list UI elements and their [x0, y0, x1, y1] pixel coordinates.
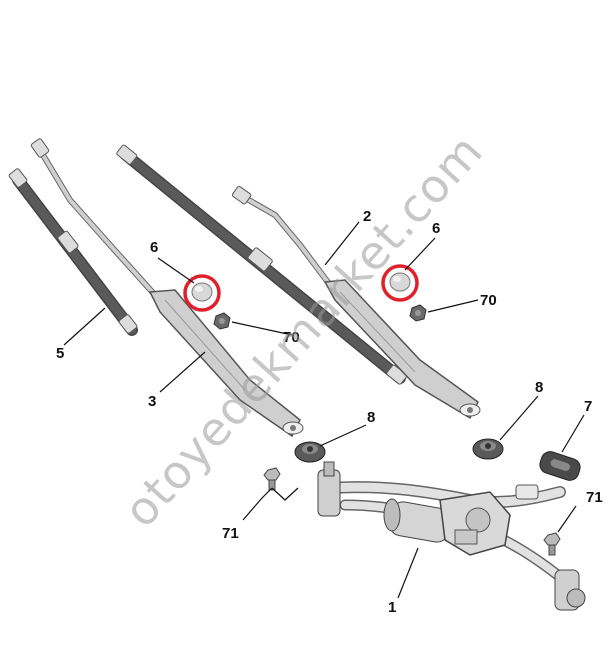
- part-7-rubber-pad: [539, 451, 581, 481]
- part-71-right-bolt: [543, 532, 561, 556]
- leader-lines: [63, 221, 585, 599]
- callout-71-left: 71: [222, 525, 239, 542]
- part-70-right-nut: [409, 304, 427, 322]
- callout-70-left: 70: [283, 329, 300, 346]
- callout-3: 3: [148, 393, 156, 410]
- callout-6-left: 6: [150, 239, 158, 256]
- callout-8-left: 8: [367, 409, 375, 426]
- callout-7: 7: [584, 398, 592, 415]
- highlight-circle-left: [183, 274, 221, 312]
- callout-1: 1: [388, 599, 396, 616]
- part-6-left-cap: [183, 274, 221, 312]
- part-1-wiper-motor-linkage: [317, 461, 586, 611]
- callout-8-right: 8: [535, 379, 543, 396]
- part-2-long-wiper-blade: [116, 144, 408, 385]
- part-8-left-grommet: [294, 441, 326, 463]
- right-wiper-arm: [231, 185, 481, 420]
- callout-2: 2: [363, 208, 371, 225]
- highlight-circle-right: [381, 264, 419, 302]
- callout-70-right: 70: [480, 292, 497, 309]
- part-8-right-grommet: [472, 438, 504, 460]
- callout-71-right: 71: [586, 489, 603, 506]
- callout-6-right: 6: [432, 220, 440, 237]
- part-70-left-nut: [213, 312, 231, 330]
- part-3-left-wiper-arm: [30, 138, 304, 438]
- part-6-right-cap: [381, 264, 419, 302]
- callout-labels: 6 6 70 70 2 3 5 8 8 7 71 71 1: [56, 208, 603, 616]
- part-71-left-bolt: [263, 467, 281, 491]
- callout-5: 5: [56, 345, 64, 362]
- part-5-wiper-blade: [8, 168, 138, 336]
